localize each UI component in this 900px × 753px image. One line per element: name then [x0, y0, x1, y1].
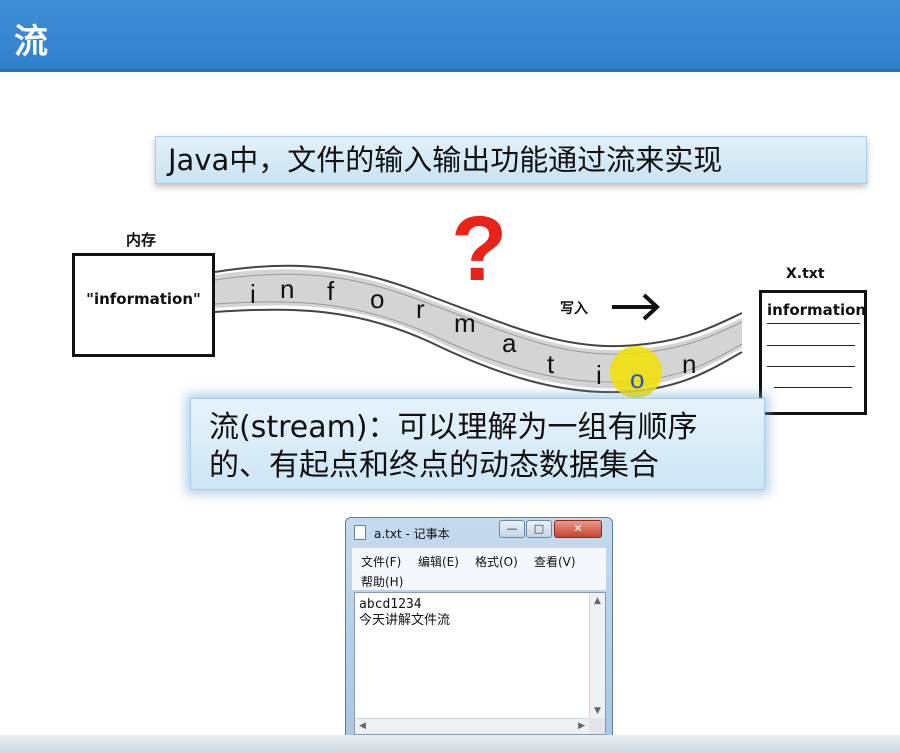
scroll-left-icon[interactable]: ◀: [359, 721, 366, 731]
menu-help[interactable]: 帮助(H): [361, 575, 404, 589]
stream-edge-bottom: [214, 308, 743, 394]
vertical-scrollbar[interactable]: ▲ ▼: [589, 593, 605, 719]
memory-box: "information": [72, 253, 215, 357]
stream-letter: n: [682, 349, 696, 379]
file-rule: [767, 323, 860, 324]
memory-content: "information": [86, 290, 201, 308]
file-rule: [767, 345, 855, 346]
file-rule: [774, 387, 852, 388]
notepad-title: a.txt - 记事本: [374, 527, 450, 541]
arrow-right-icon: [612, 293, 660, 321]
close-button[interactable]: ✕: [554, 520, 602, 538]
stream-edge-top: [214, 264, 743, 348]
page-title: 流: [14, 22, 48, 62]
menu-view[interactable]: 查看(V): [534, 555, 576, 569]
notepad-window: a.txt - 记事本 — □ ✕ 文件(F) 编辑(E) 格式(O) 查看(V…: [345, 517, 613, 742]
text-line-2: 今天讲解文件流: [359, 613, 451, 628]
scroll-right-icon[interactable]: ▶: [578, 721, 585, 731]
file-label: X.txt: [786, 266, 825, 282]
maximize-button[interactable]: □: [526, 520, 552, 538]
highlight-circle: [610, 346, 662, 398]
stream-letter: f: [327, 276, 335, 306]
definition-callout: 流(stream)：可以理解为一组有顺序 的、有起点和终点的动态数据集合: [190, 398, 765, 490]
stream-band: [215, 269, 742, 389]
stream-inner-bottom: [214, 301, 743, 383]
stream-inner-top: [214, 273, 743, 355]
scroll-down-icon[interactable]: ▼: [594, 706, 601, 716]
memory-label: 内存: [126, 231, 157, 249]
document-icon: [354, 525, 366, 540]
stream-letter: m: [454, 308, 476, 338]
intro-callout: Java中，文件的输入输出功能通过流来实现: [155, 136, 867, 184]
text-line-1: abcd1234: [359, 597, 422, 612]
stream-letter: i: [596, 360, 602, 390]
horizontal-scrollbar[interactable]: ◀ ▶: [355, 718, 589, 734]
notepad-titlebar[interactable]: a.txt - 记事本 — □ ✕: [346, 518, 612, 546]
title-bar: 流: [0, 0, 900, 72]
file-content: information: [767, 301, 867, 319]
question-mark-icon: ?: [451, 198, 507, 300]
notepad-editor[interactable]: abcd1234 今天讲解文件流 ▲ ▼ ◀ ▶: [354, 592, 606, 735]
scroll-up-icon[interactable]: ▲: [594, 596, 601, 606]
menu-format[interactable]: 格式(O): [475, 555, 518, 569]
stream-letter: a: [502, 328, 517, 358]
file-box: information: [759, 290, 867, 415]
file-rule: [767, 366, 855, 367]
stream-letter: r: [416, 294, 425, 324]
notepad-menubar: 文件(F) 编辑(E) 格式(O) 查看(V) 帮助(H): [352, 548, 606, 590]
stream-letter: n: [280, 274, 294, 304]
definition-line-2: 的、有起点和终点的动态数据集合: [209, 448, 659, 483]
menu-edit[interactable]: 编辑(E): [418, 555, 459, 569]
notepad-text[interactable]: abcd1234 今天讲解文件流: [359, 597, 450, 629]
definition-line-1: 流(stream)：可以理解为一组有顺序: [209, 410, 698, 445]
stream-letter: t: [547, 349, 555, 379]
stream-letter: i: [250, 279, 256, 309]
menu-file[interactable]: 文件(F): [361, 555, 402, 569]
write-label: 写入: [560, 301, 588, 317]
stream-letter: o: [630, 364, 644, 394]
stream-letter: o: [370, 284, 384, 314]
taskbar-strip: [0, 735, 900, 753]
scrollbar-corner: [589, 718, 605, 734]
minimize-button[interactable]: —: [499, 520, 525, 538]
stream-letters: i n f o r m a t i o n: [250, 274, 696, 394]
